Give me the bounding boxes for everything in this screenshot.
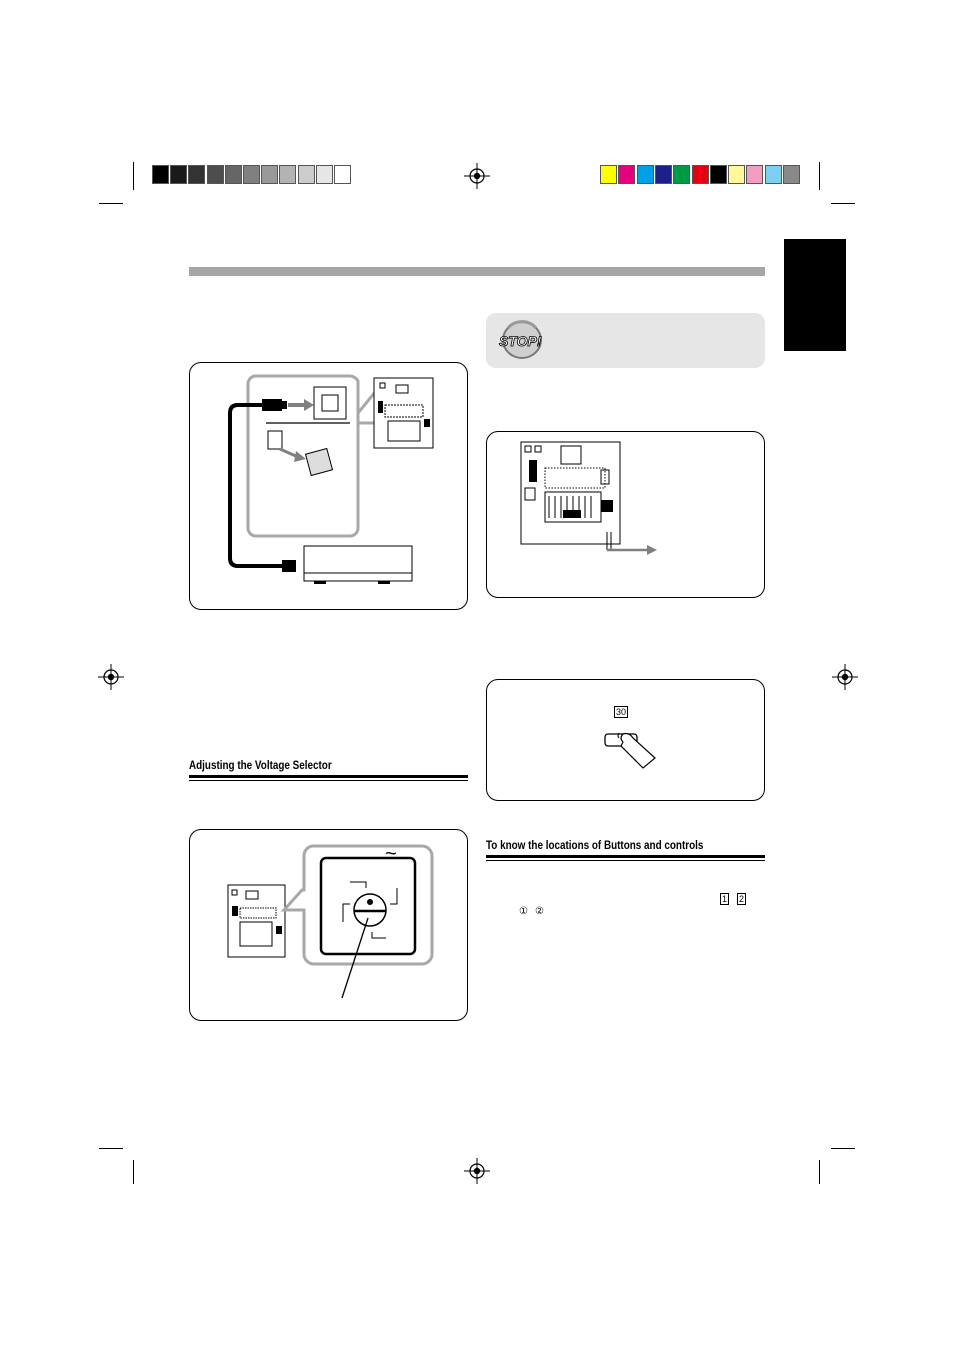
- caution-box: STOP!: [486, 313, 765, 368]
- color-swatch: [728, 165, 746, 184]
- locations-heading-rule-thin: [486, 860, 765, 861]
- gray-swatch: [188, 165, 206, 184]
- voltage-selector-heading: Adjusting the Voltage Selector: [189, 760, 332, 772]
- power-cord-panel: [486, 431, 765, 598]
- gray-swatch: [152, 165, 169, 184]
- registration-mark-left: [98, 664, 124, 690]
- color-swatch: [618, 165, 636, 184]
- voltage-selector-panel: ~: [189, 829, 468, 1021]
- step-box-2: 2: [737, 893, 747, 905]
- gray-swatch: [224, 165, 242, 184]
- finger-press-illustration: [604, 732, 656, 769]
- stop-icon-text: STOP!: [499, 333, 542, 349]
- step-circle-1: ①: [519, 906, 528, 917]
- step-box-1: 1: [720, 893, 730, 905]
- color-swatch: [600, 165, 617, 184]
- gray-swatch: [297, 165, 315, 184]
- gray-swatch: [315, 165, 333, 184]
- gray-swatch: [170, 165, 188, 184]
- voltage-heading-rule-thin: [189, 780, 468, 781]
- color-swatch: [709, 165, 727, 184]
- gray-swatch: [279, 165, 297, 184]
- color-swatch: [764, 165, 782, 184]
- connection-diagram: [228, 374, 434, 584]
- language-tab: [784, 239, 846, 351]
- registration-mark-right: [832, 664, 858, 690]
- rear-panel-diagram: [520, 441, 657, 555]
- color-swatch: [691, 165, 709, 184]
- color-swatch: [654, 165, 672, 184]
- connection-diagram-panel: [189, 362, 468, 610]
- stop-icon: STOP!: [499, 320, 542, 359]
- section-banner: [189, 267, 765, 276]
- button-press-panel: 30: [486, 679, 765, 801]
- color-swatch: [746, 165, 764, 184]
- ac-symbol: ~: [385, 843, 397, 865]
- registration-mark-top: [464, 163, 490, 189]
- voltage-selector-diagram: [227, 844, 434, 999]
- gray-swatch: [243, 165, 260, 184]
- gray-swatch: [334, 165, 351, 184]
- color-swatch: [673, 165, 691, 184]
- gray-swatch: [261, 165, 279, 184]
- registration-mark-bottom: [464, 1158, 490, 1184]
- color-swatch: [636, 165, 654, 184]
- color-swatch: [783, 165, 800, 184]
- gray-swatch: [206, 165, 224, 184]
- step-circle-2: ②: [535, 906, 544, 917]
- locations-heading: To know the locations of Buttons and con…: [486, 840, 704, 852]
- button-ref-number: 30: [614, 706, 629, 718]
- locations-heading-rule: [486, 855, 765, 858]
- voltage-heading-rule: [189, 775, 468, 778]
